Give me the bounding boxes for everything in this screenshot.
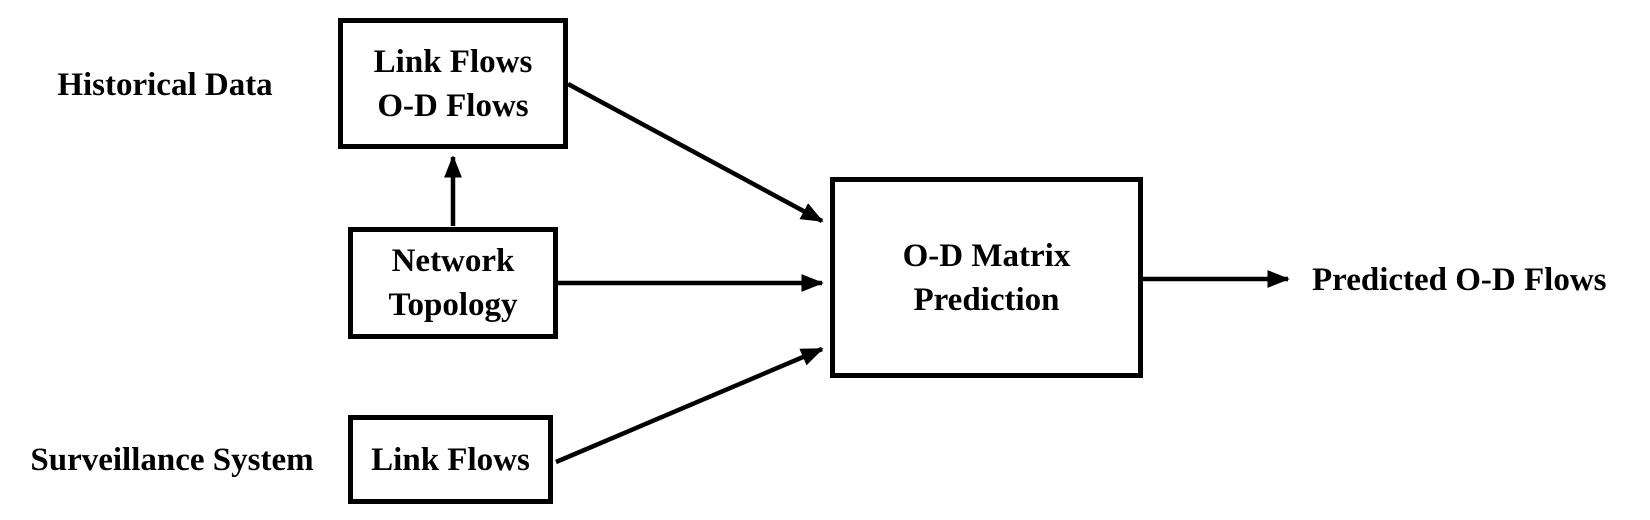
arrow-surveillance-flows-to-prediction — [555, 346, 824, 465]
node-od-matrix-prediction: O-D Matrix Prediction — [830, 177, 1143, 378]
node-network-topology: Network Topology — [348, 227, 558, 339]
node-historical-flows-line2: O-D Flows — [377, 87, 529, 124]
node-network-topology-line1: Network — [391, 243, 515, 279]
arrow-historical-flows-to-prediction — [566, 82, 824, 223]
label-historical-data: Historical Data — [57, 67, 273, 103]
node-od-matrix-prediction-line2: Prediction — [913, 281, 1060, 318]
node-network-topology-line2: Topology — [388, 287, 518, 323]
node-historical-flows: Link Flows O-D Flows — [338, 18, 568, 149]
label-surveillance-system: Surveillance System — [30, 442, 314, 478]
node-surveillance-link-flows: Link Flows — [348, 415, 553, 504]
node-surveillance-link-flows-line1: Link Flows — [371, 441, 530, 478]
label-predicted-od-flows: Predicted O-D Flows — [1312, 262, 1607, 298]
node-od-matrix-prediction-line1: O-D Matrix — [902, 237, 1071, 274]
node-historical-flows-line1: Link Flows — [373, 43, 533, 80]
